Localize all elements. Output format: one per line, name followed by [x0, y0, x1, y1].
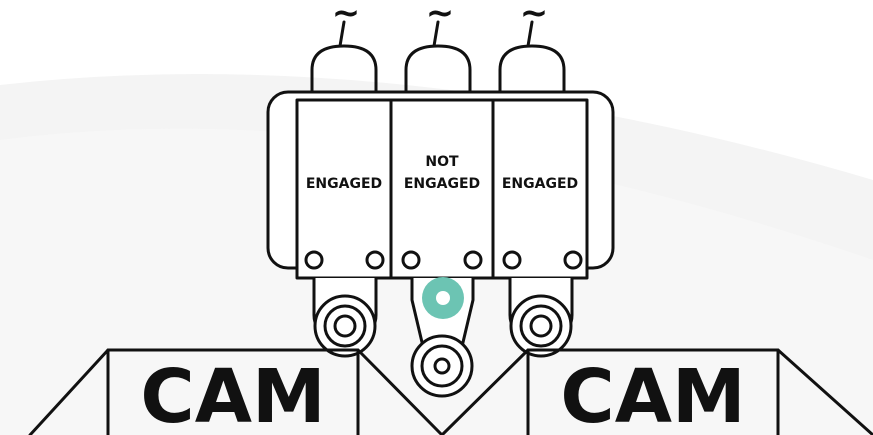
cam-label-left: CAM: [140, 354, 325, 435]
roller-wheel-3-hub: [529, 314, 553, 338]
connector-cap-1: [310, 44, 378, 102]
wire-group: [338, 20, 534, 48]
roller-wheel-2-ring: [420, 344, 464, 388]
wire-1: [338, 20, 346, 48]
wire-3: [526, 20, 534, 48]
roller-wheel-2-hub: [433, 357, 451, 375]
screw-hole: [304, 250, 324, 270]
screw-hole: [563, 250, 583, 270]
wire-symbol-2: ~: [426, 0, 455, 33]
screw-hole: [463, 250, 483, 270]
screw-hole: [401, 250, 421, 270]
roller-wheel-1-hub: [333, 314, 357, 338]
connector-cap-2: [404, 44, 472, 102]
wire-symbol-3: ~: [520, 0, 549, 33]
switch-1-label: ENGAGED: [306, 176, 382, 192]
switch-3-label: ENGAGED: [502, 176, 578, 192]
switch-body-3: [491, 98, 589, 280]
connector-cap-3: [498, 44, 566, 102]
roller-wheel-1-ring: [323, 304, 367, 348]
indicator-dot-center: [436, 291, 450, 305]
cam-label-right: CAM: [560, 354, 745, 435]
switch-2-label-line-1: NOT: [425, 154, 459, 170]
roller-wheel-3-ring: [519, 304, 563, 348]
screw-hole: [502, 250, 522, 270]
screw-hole: [365, 250, 385, 270]
switch-2-label-line-2: ENGAGED: [404, 176, 480, 192]
wire-symbol-1: ~: [332, 0, 361, 33]
wire-2: [432, 20, 440, 48]
